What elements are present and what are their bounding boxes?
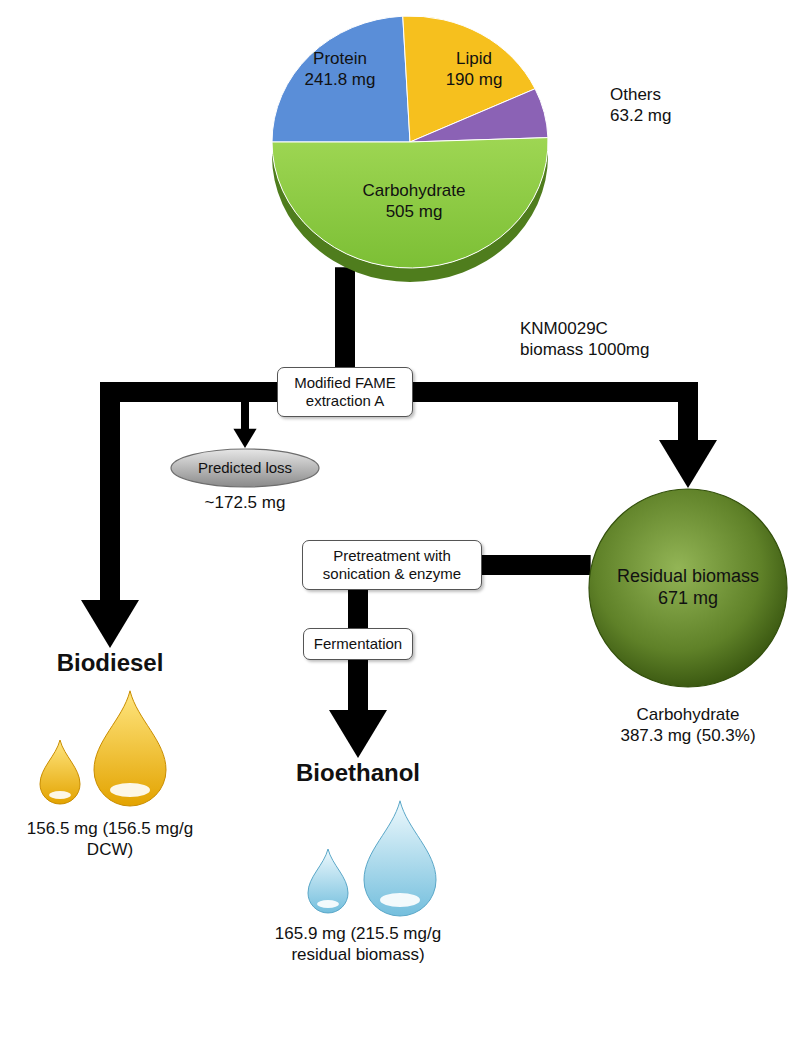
box-label: Modified FAME extraction A	[286, 374, 404, 410]
ellipse-outline	[171, 449, 319, 487]
drop-space	[10, 678, 210, 818]
flow-arrow	[358, 590, 359, 628]
flow-line	[348, 660, 368, 711]
flow-line	[348, 590, 368, 628]
group-node: Biodiesel 156.5 mg (156.5 mg/g DCW)	[10, 648, 210, 861]
pie-node: KNM0029C biomass 1000mgProtein 241.8 mgL…	[272, 12, 548, 282]
flow-arrow	[329, 660, 387, 758]
group-node: Bioethanol 165.9 mg (215.5 mg/g residual …	[258, 758, 458, 966]
arrow-head	[329, 710, 387, 758]
drop-space	[258, 788, 458, 923]
biodiesel-drops	[40, 691, 166, 806]
flow-arrow	[413, 392, 717, 488]
box-label: Pretreatment with sonication & enzyme	[311, 547, 473, 583]
flow-arrow	[482, 565, 591, 566]
arrow-head	[233, 429, 256, 448]
slice-node: Lipid 190 mg	[440, 48, 508, 91]
shape-value: Carbohydrate 387.3 mg (50.3%)	[617, 704, 759, 747]
slice-label: Lipid 190 mg	[440, 48, 508, 91]
slice-node: Others 63.2 mg	[610, 84, 684, 127]
flow-arrow	[81, 392, 277, 648]
shape-label: Predicted loss	[198, 459, 292, 477]
slice-label: Others 63.2 mg	[610, 84, 684, 127]
product-heading: Biodiesel	[10, 648, 210, 678]
circle-outline	[589, 489, 787, 687]
product-value: 165.9 mg (215.5 mg/g residual biomass)	[273, 923, 443, 966]
flow-line	[335, 267, 355, 367]
circle-node: Residual biomass 671 mgCarbohydrate 387.…	[588, 488, 788, 688]
slice-node: Carbohydrate 505 mg	[352, 180, 476, 223]
product-heading: Bioethanol	[258, 758, 458, 788]
pie-slice	[410, 89, 548, 142]
pie-slice	[272, 138, 548, 268]
ellipse-node: Predicted loss~172.5 mg	[170, 448, 320, 488]
shape-value: ~172.5 mg	[185, 492, 305, 513]
process-box: Modified FAME extraction A	[277, 367, 413, 417]
slice-label: Carbohydrate 505 mg	[352, 180, 476, 223]
shape-label: Residual biomass 671 mg	[603, 566, 773, 609]
flow-line	[413, 392, 688, 441]
flow-line	[482, 555, 591, 575]
process-box: Fermentation	[303, 628, 413, 660]
product-value: 156.5 mg (156.5 mg/g DCW)	[10, 818, 210, 861]
flow-arrow	[345, 267, 346, 367]
arrow-head	[659, 440, 717, 488]
box-label: Fermentation	[312, 635, 404, 653]
process-box: Pretreatment with sonication & enzyme	[302, 540, 482, 590]
pie-slice	[272, 16, 410, 142]
chart-caption: KNM0029C biomass 1000mg	[520, 318, 660, 361]
bioethanol-drops	[308, 801, 436, 916]
slice-node: Protein 241.8 mg	[298, 48, 382, 91]
arrow-head	[81, 600, 139, 648]
slice-label: Protein 241.8 mg	[298, 48, 382, 91]
